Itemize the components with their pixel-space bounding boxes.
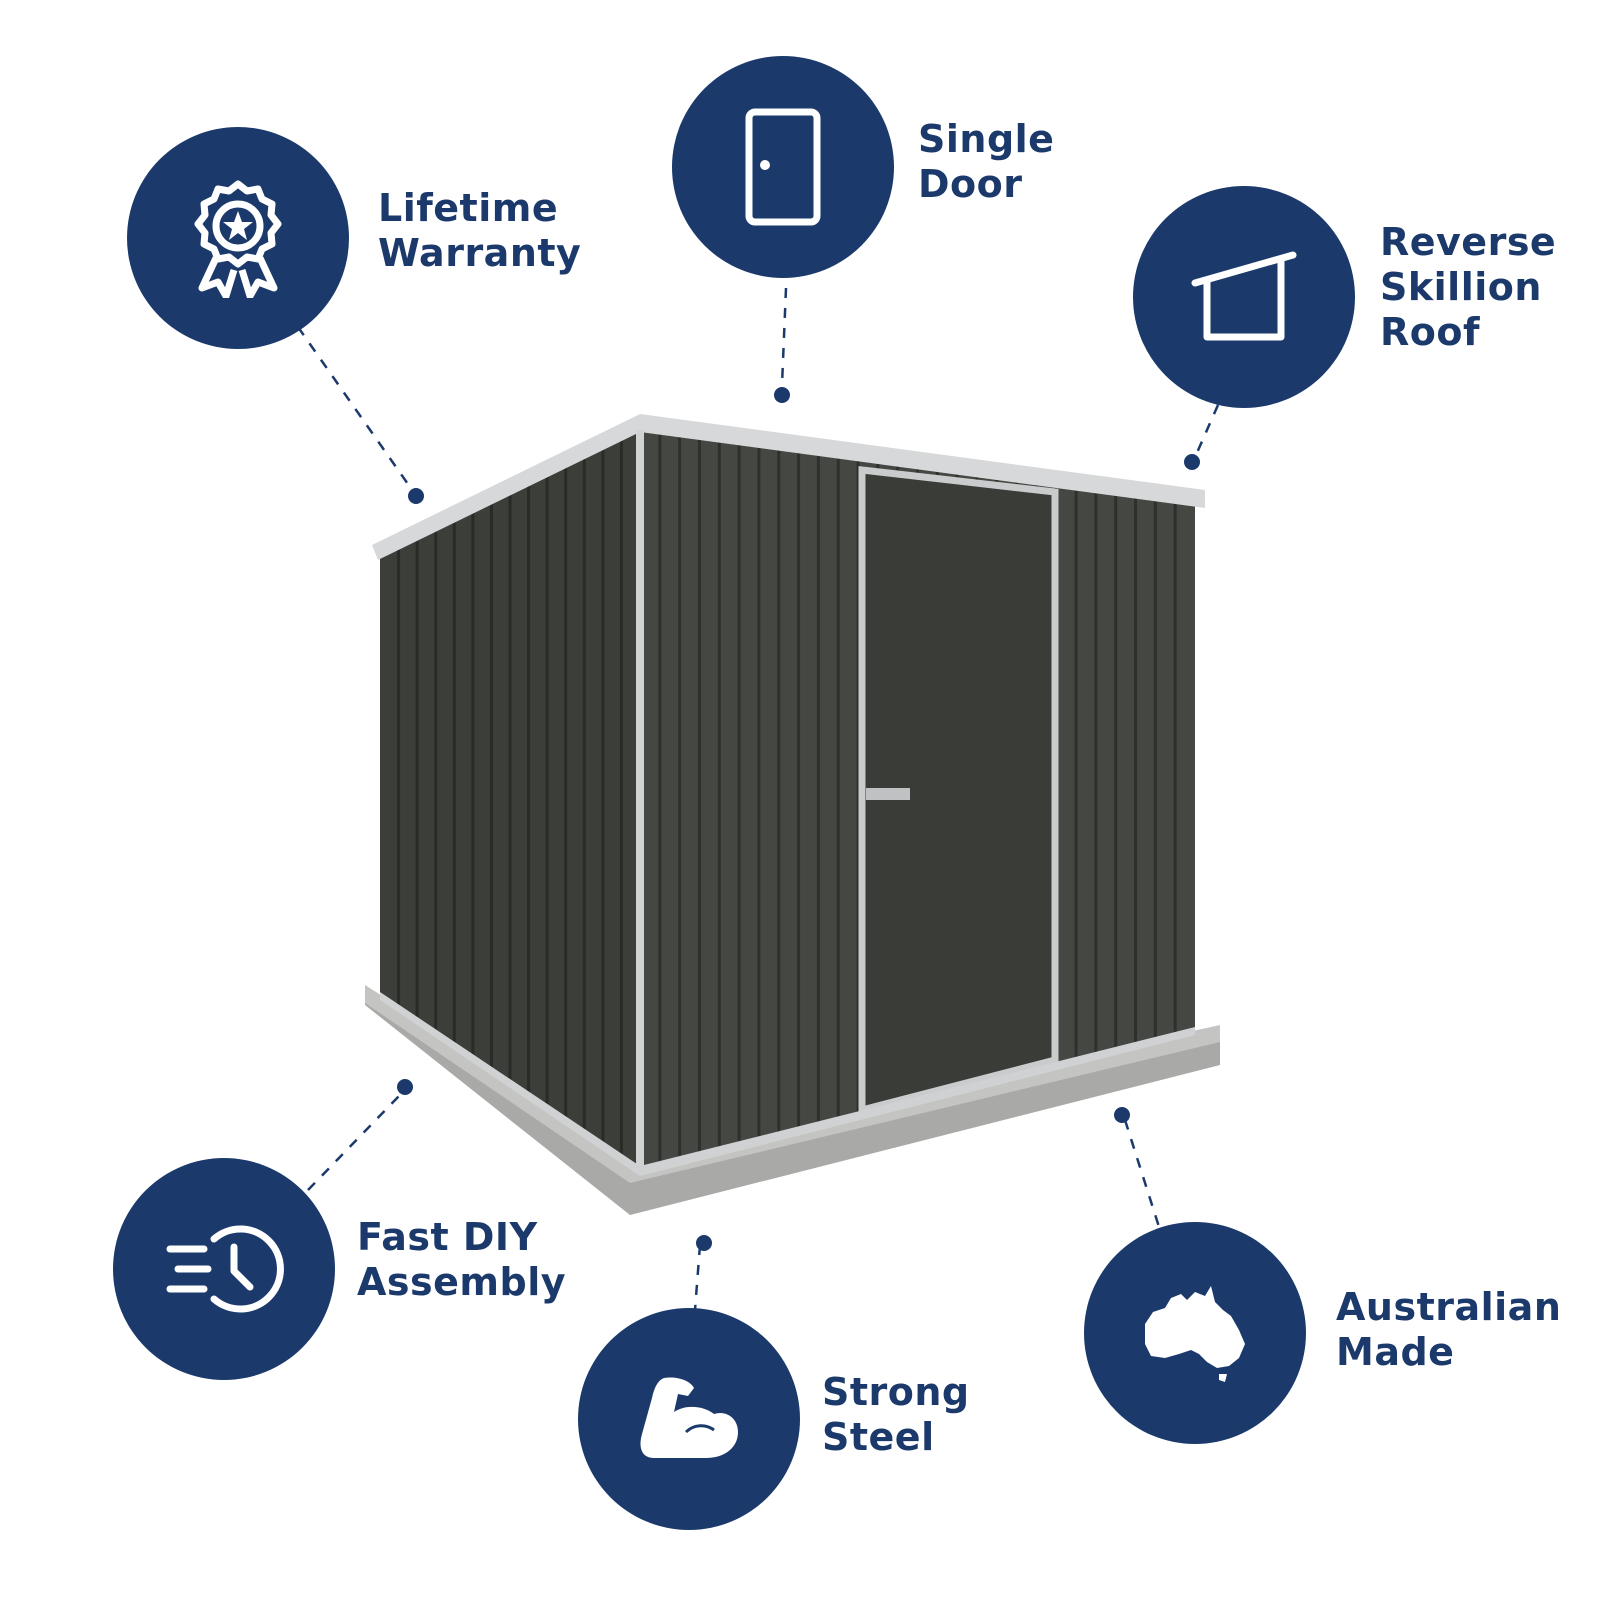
connector-dot-steel: [696, 1235, 712, 1251]
connector-made: [1123, 1119, 1162, 1231]
connector-assembly: [307, 1094, 401, 1191]
connector-dot-roof: [1184, 454, 1200, 470]
badge-made: [1084, 1222, 1306, 1444]
badge-warranty: [127, 127, 349, 349]
label-door-line2: Door: [918, 162, 1023, 206]
label-roof-line2: Skillion: [1380, 265, 1542, 309]
label-steel: Strong Steel: [822, 1370, 970, 1460]
skillion-roof-icon: [1191, 251, 1297, 341]
label-made: Australian Made: [1336, 1285, 1561, 1375]
connector-warranty: [296, 326, 412, 488]
label-steel-line1: Strong: [822, 1370, 970, 1414]
shed-left-ribs: [397, 438, 623, 1158]
label-door: Single Door: [918, 117, 1054, 207]
connector-dot-door: [774, 387, 790, 403]
door-icon: [745, 108, 821, 226]
label-roof-line3: Roof: [1380, 310, 1481, 354]
concrete-slab: [365, 985, 1220, 1215]
award-ribbon-star-icon: [194, 180, 282, 298]
label-warranty-line2: Warranty: [378, 231, 582, 275]
door-latch: [866, 788, 910, 800]
connector-dot-assembly: [397, 1079, 413, 1095]
label-warranty-line1: Lifetime: [378, 186, 559, 230]
connector-door: [780, 287, 788, 386]
label-assembly-line1: Fast DIY: [357, 1215, 538, 1259]
fast-clock-icon: [166, 1225, 284, 1313]
connector-roof: [1194, 404, 1220, 456]
label-warranty: Lifetime Warranty: [378, 186, 581, 276]
shed-base-trim: [380, 992, 1195, 1176]
label-made-line1: Australian: [1336, 1285, 1562, 1329]
label-made-line2: Made: [1336, 1330, 1455, 1374]
badge-assembly: [113, 1158, 335, 1380]
label-roof: Reverse Skillion Roof: [1380, 220, 1556, 355]
label-roof-line1: Reverse: [1380, 220, 1557, 264]
connector-dot-warranty: [408, 488, 424, 504]
badge-steel: [578, 1308, 800, 1530]
label-door-line1: Single: [918, 117, 1055, 161]
label-assembly-line2: Assembly: [357, 1260, 567, 1304]
flexed-arm-icon: [640, 1377, 738, 1458]
shed-roof-trim: [372, 414, 1205, 560]
shed-door: [858, 466, 1059, 1115]
label-assembly: Fast DIY Assembly: [357, 1215, 566, 1305]
connector-steel: [693, 1244, 702, 1311]
label-steel-line2: Steel: [822, 1415, 935, 1459]
badge-door: [672, 56, 894, 278]
shed-corner-trim: [636, 430, 644, 1170]
badge-roof: [1133, 186, 1355, 408]
australia-map-icon: [1145, 1286, 1245, 1382]
connector-dot-made: [1114, 1107, 1130, 1123]
